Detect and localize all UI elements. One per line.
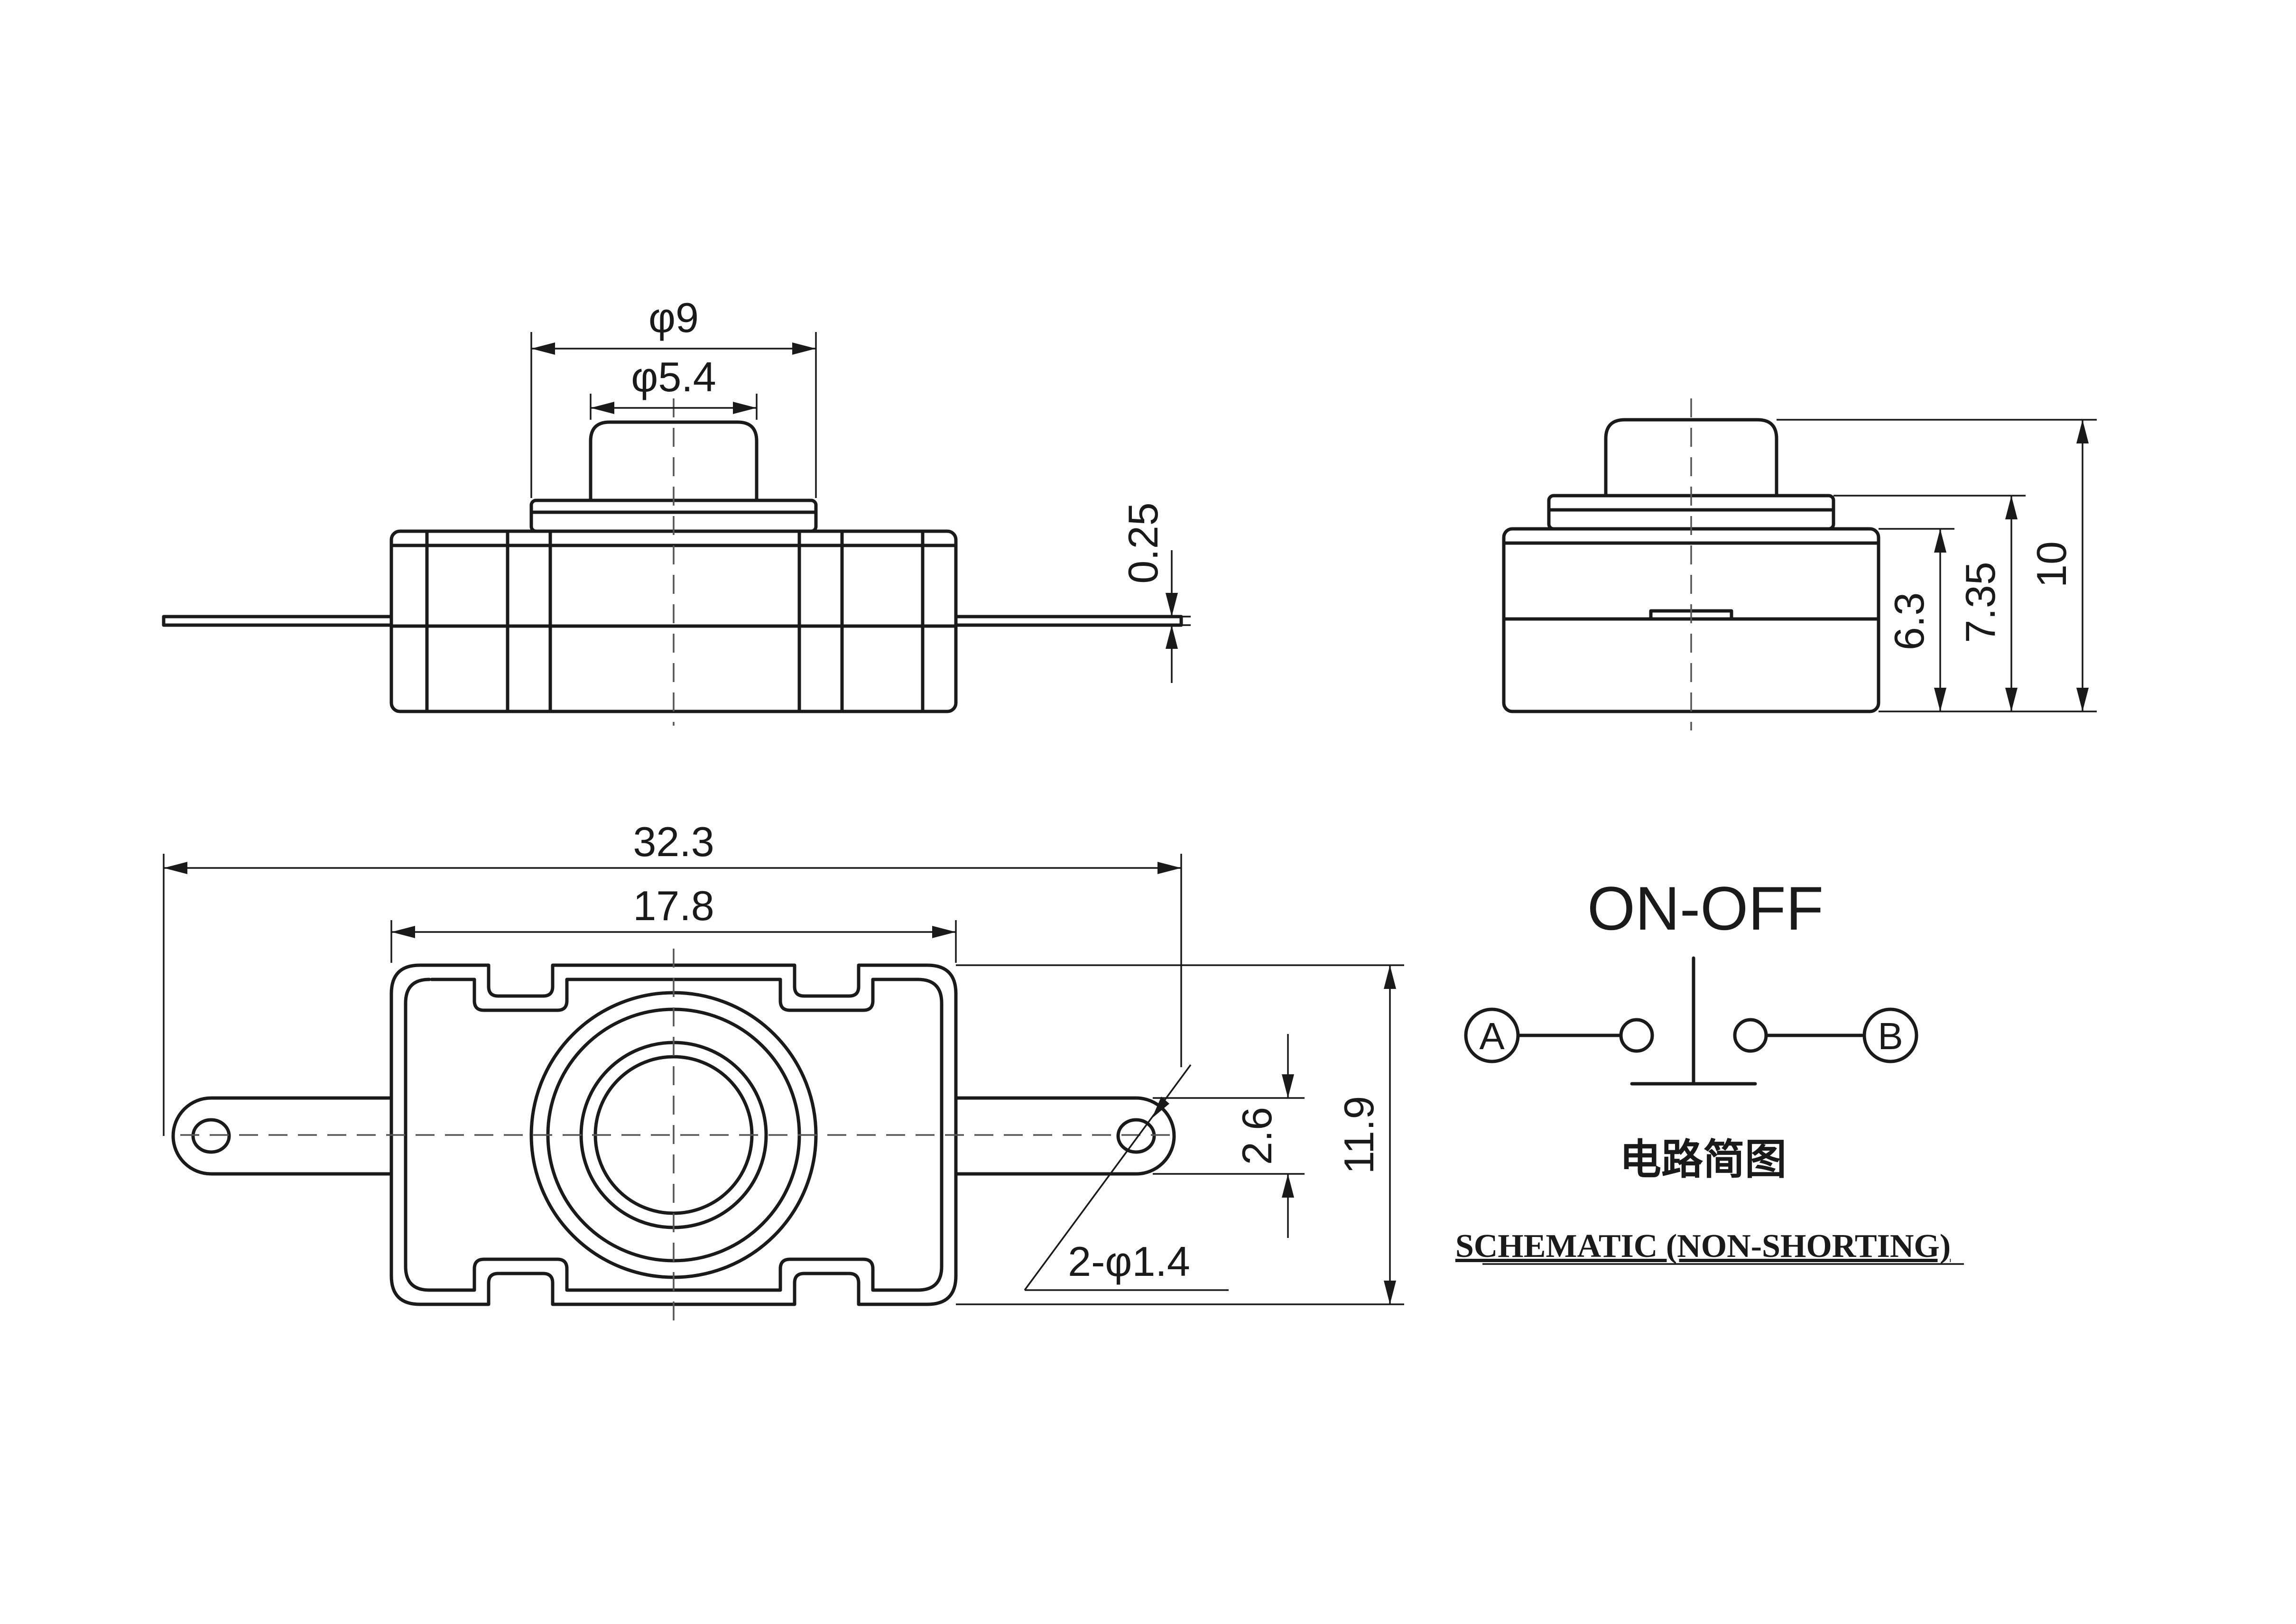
top-view: 32.3 17.8 2.6 11.9 2-φ1.4 bbox=[163, 818, 1404, 1323]
contact-left bbox=[1619, 1018, 1654, 1053]
schematic-caption-en: SCHEMATIC (NON-SHORTING) bbox=[1455, 1228, 1951, 1264]
right-terminal-hole bbox=[1116, 1118, 1156, 1154]
dim-collar-height: 7.35 bbox=[1957, 562, 2004, 643]
side-button bbox=[1604, 418, 1778, 498]
terminal-b-symbol bbox=[1862, 1007, 1918, 1063]
left-terminal-hole bbox=[191, 1118, 231, 1154]
top-body bbox=[389, 963, 958, 1306]
left-terminal bbox=[171, 1096, 393, 1176]
dim-outer-diameter: φ9 bbox=[648, 294, 699, 341]
contact-right bbox=[1733, 1018, 1768, 1053]
schematic-caption-cn: 电路简图 bbox=[1620, 1135, 1787, 1184]
dim-hole-callout: 2-φ1.4 bbox=[1068, 1238, 1190, 1285]
dim-terminal-width: 2.6 bbox=[1233, 1107, 1280, 1165]
dim-inner-diameter: φ5.4 bbox=[631, 353, 716, 400]
schematic: ON-OFF A B 电路简图 SCHEMATIC (NON-SHORTING) bbox=[1455, 874, 1964, 1265]
terminal-a-label: A bbox=[1479, 1015, 1505, 1057]
dim-overall-length: 32.3 bbox=[633, 818, 714, 865]
terminal-b-label: B bbox=[1878, 1015, 1903, 1057]
dim-terminal-thickness: 0.25 bbox=[1120, 502, 1167, 583]
front-terminal-strip bbox=[162, 615, 393, 627]
right-terminal bbox=[954, 1096, 1176, 1176]
dim-total-height: 10 bbox=[2028, 541, 2075, 588]
front-button bbox=[589, 420, 759, 502]
schematic-title: ON-OFF bbox=[1587, 874, 1824, 943]
dim-body-width: 11.9 bbox=[1335, 1096, 1382, 1174]
side-view: 6.3 7.35 10 bbox=[1502, 398, 2097, 730]
dim-body-length: 17.8 bbox=[633, 882, 714, 929]
front-view: φ9 φ5.4 0.25 bbox=[162, 294, 1191, 726]
dim-body-height: 6.3 bbox=[1886, 592, 1933, 650]
